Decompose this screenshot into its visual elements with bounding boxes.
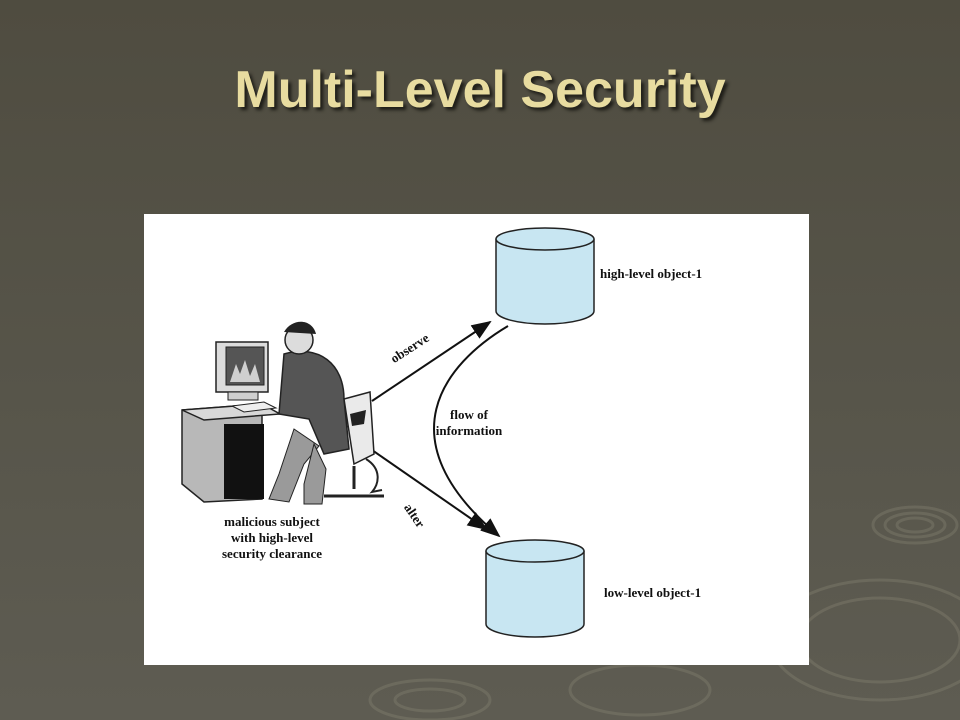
high-level-object-label: high-level object-1: [600, 266, 703, 281]
low-level-object-cylinder: [485, 539, 585, 638]
diagram-figure: high-level object-1 low-level object-1 o…: [144, 214, 809, 665]
malicious-subject-illustration: [181, 321, 384, 505]
malicious-subject-label: malicious subject with high-level securi…: [192, 514, 352, 562]
flow-label-line-1: flow of: [450, 407, 488, 422]
flow-of-information-arrow: [433, 325, 509, 538]
subject-label-line-3: security clearance: [222, 546, 322, 561]
flow-label-line-2: information: [435, 423, 503, 438]
slide-title: Multi-Level Security: [234, 61, 726, 119]
diagram-canvas: [181, 227, 595, 638]
observe-arrow: [371, 320, 492, 402]
alter-arrow: [371, 449, 488, 531]
subject-label-line-2: with high-level: [231, 530, 313, 545]
flow-of-information-label: flow of information: [424, 407, 514, 439]
subject-label-line-1: malicious subject: [224, 514, 320, 529]
high-level-object-cylinder: [495, 227, 595, 325]
low-level-object-label: low-level object-1: [604, 585, 702, 600]
